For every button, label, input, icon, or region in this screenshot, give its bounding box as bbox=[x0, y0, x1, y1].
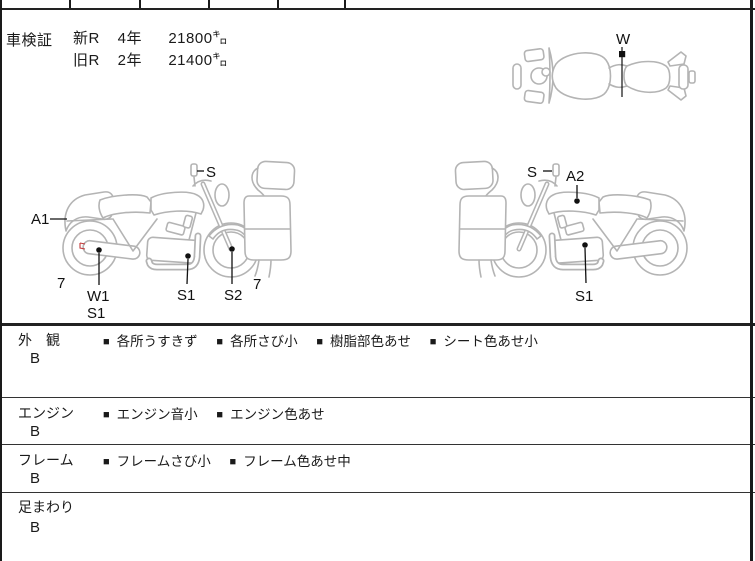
label-s-mirror: S bbox=[527, 164, 537, 181]
table-divider bbox=[344, 0, 346, 8]
shaken-label: 車検証 bbox=[6, 32, 53, 49]
section-divider-thick bbox=[0, 323, 755, 326]
note-text: シート色あせ小 bbox=[443, 334, 538, 349]
note-item: ■ 各所さび小 bbox=[216, 334, 297, 349]
shaken-row-new: 新R 4年 21800㌔ bbox=[73, 28, 228, 50]
sheet-border-right bbox=[750, 0, 753, 561]
section-divider bbox=[0, 444, 755, 446]
shaken-era: 新R bbox=[73, 30, 100, 47]
label-a2: A2 bbox=[566, 168, 584, 185]
section-notes: ■ 各所うすきず ■ 各所さび小 ■ 樹脂部色あせ ■ シート色あせ小 bbox=[103, 330, 553, 350]
s1-marker bbox=[185, 253, 191, 259]
section-grade: B bbox=[30, 519, 41, 536]
label-w: W bbox=[616, 31, 631, 48]
section-grade: B bbox=[30, 423, 41, 440]
bullet-icon: ■ bbox=[103, 409, 110, 421]
sheet-border-left bbox=[0, 0, 2, 561]
bullet-icon: ■ bbox=[429, 336, 437, 348]
section-divider bbox=[0, 492, 755, 494]
top-view-markers: W bbox=[616, 31, 631, 97]
a2-marker bbox=[574, 198, 580, 204]
table-divider bbox=[69, 0, 71, 8]
section-notes: ■ エンジン音小 ■ エンジン色あせ bbox=[103, 403, 340, 423]
table-divider bbox=[139, 0, 141, 8]
label-seven-right: 7 bbox=[253, 276, 261, 293]
table-divider bbox=[208, 0, 210, 8]
shaken-year: 4年 bbox=[117, 30, 143, 47]
bullet-icon: ■ bbox=[316, 336, 323, 348]
bullet-icon: ■ bbox=[103, 336, 110, 348]
bullet-icon: ■ bbox=[229, 456, 237, 468]
note-item: ■ フレームさび小 bbox=[103, 454, 211, 469]
left-view-markers: A1 7 W1 S1 S S1 S2 7 bbox=[31, 164, 261, 320]
section-grade: B bbox=[30, 350, 41, 367]
section-name: 足まわり bbox=[18, 499, 74, 515]
label-a1: A1 bbox=[31, 211, 49, 228]
rear-wheel-top bbox=[678, 64, 689, 90]
note-text: 各所さび小 bbox=[230, 334, 298, 349]
note-text: フレームさび小 bbox=[116, 454, 211, 469]
bullet-icon: ■ bbox=[103, 456, 110, 468]
rear-wing-top bbox=[667, 51, 687, 67]
grip-left bbox=[523, 47, 545, 63]
s1-marker bbox=[582, 242, 588, 248]
label-s2: S2 bbox=[224, 287, 242, 304]
section-divider bbox=[0, 396, 755, 398]
label-s1-below-w1: S1 bbox=[87, 305, 105, 320]
defect-mark bbox=[79, 242, 86, 250]
tank-seat-top bbox=[551, 52, 612, 100]
bullet-icon: ■ bbox=[216, 409, 224, 421]
rear-body-top bbox=[623, 60, 671, 94]
label-seven-left: 7 bbox=[57, 275, 65, 292]
note-text: 樹脂部色あせ bbox=[330, 334, 411, 349]
shaken-distance: 21400㌔ bbox=[168, 52, 229, 69]
shaken-distance: 21800㌔ bbox=[168, 30, 229, 47]
section-name: 外 観 bbox=[18, 332, 60, 348]
w1-marker bbox=[96, 247, 102, 253]
label-s1-engine: S1 bbox=[575, 288, 593, 305]
note-item: ■ フレーム色あせ中 bbox=[230, 454, 351, 469]
bullet-icon: ■ bbox=[216, 336, 224, 348]
shaken-row-old: 旧R 2年 21400㌔ bbox=[73, 50, 228, 72]
w-marker bbox=[619, 51, 626, 58]
note-item: ■ シート色あせ小 bbox=[430, 334, 538, 349]
note-item: ■ 各所うすきず bbox=[103, 334, 198, 349]
motorcycle-diagrams: W A1 7 W1 S1 S S1 S2 7 bbox=[31, 31, 696, 320]
table-divider bbox=[277, 0, 279, 8]
label-w1: W1 bbox=[87, 288, 110, 305]
note-text: フレーム色あせ中 bbox=[243, 454, 351, 469]
note-item: ■ エンジン音小 bbox=[103, 407, 198, 422]
note-item: ■ 樹脂部色あせ bbox=[316, 334, 411, 349]
section-name: エンジン bbox=[18, 405, 74, 421]
section-notes: ■ フレームさび小 ■ フレーム色あせ中 bbox=[103, 450, 366, 470]
shaken-era: 旧R bbox=[73, 52, 100, 69]
note-text: エンジン色あせ bbox=[230, 407, 325, 422]
note-text: 各所うすきず bbox=[116, 334, 198, 349]
label-s-mirror: S bbox=[206, 164, 216, 181]
section-grade: B bbox=[30, 470, 41, 487]
grip-right bbox=[523, 89, 545, 105]
label-s1-engine: S1 bbox=[177, 287, 195, 304]
right-view-markers: S A2 S1 bbox=[527, 164, 593, 305]
bike-top-view bbox=[512, 47, 696, 105]
note-text: エンジン音小 bbox=[116, 407, 198, 422]
section-name: フレーム bbox=[18, 452, 74, 468]
s2-marker bbox=[229, 246, 235, 252]
front-wheel-top bbox=[512, 63, 522, 90]
note-item: ■ エンジン色あせ bbox=[216, 407, 324, 422]
bike-left-side-view bbox=[63, 161, 295, 277]
shaken-year: 2年 bbox=[117, 52, 143, 69]
top-table-strip bbox=[0, 0, 755, 10]
shaken-rows: 新R 4年 21800㌔ 旧R 2年 21400㌔ bbox=[73, 28, 228, 72]
